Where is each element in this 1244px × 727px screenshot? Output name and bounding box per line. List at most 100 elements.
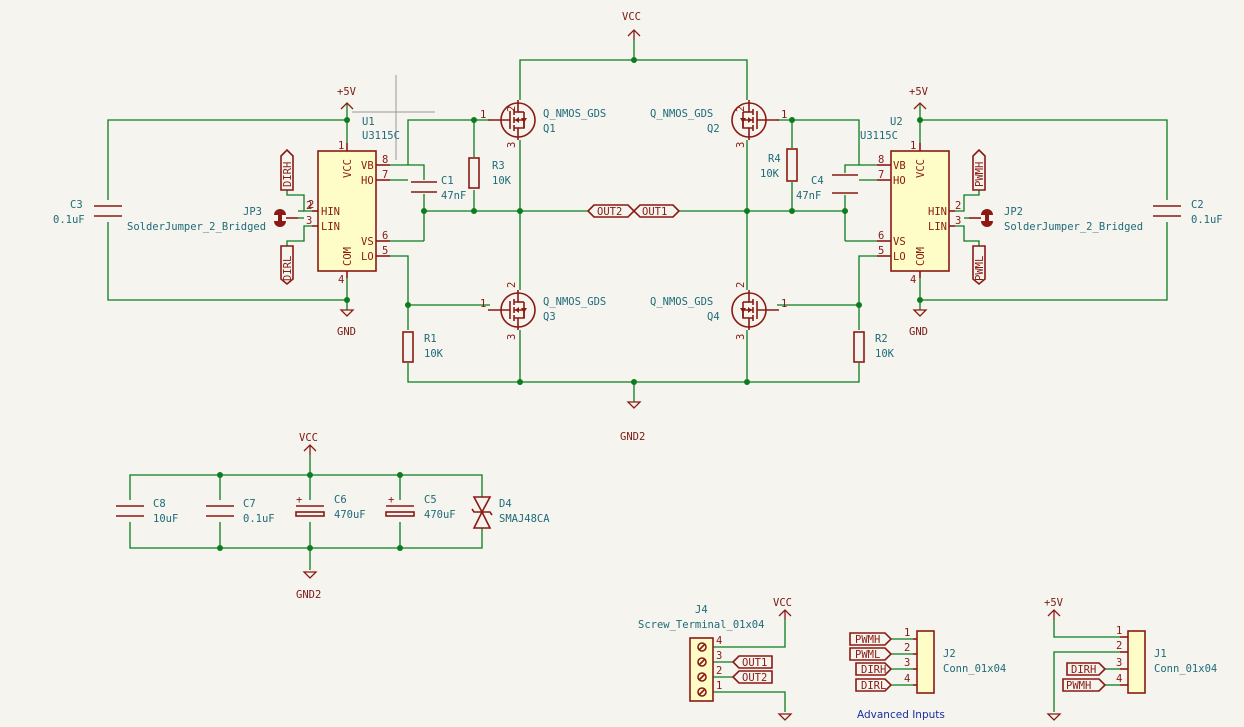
svg-text:470uF: 470uF [334, 509, 366, 521]
svg-text:1: 1 [1116, 625, 1122, 637]
net-label-out2[interactable]: OUT2 [586, 204, 636, 218]
capacitor-c7[interactable]: C7 0.1uF [206, 498, 275, 525]
svg-text:PWML: PWML [855, 649, 880, 661]
power-vcc-top[interactable]: VCC [622, 11, 641, 40]
power-vcc-j4[interactable]: VCC [773, 597, 792, 620]
svg-text:R2: R2 [875, 333, 888, 345]
svg-text:4: 4 [910, 274, 916, 286]
svg-text:0.1uF: 0.1uF [53, 214, 85, 226]
svg-text:+5V: +5V [909, 86, 929, 98]
svg-text:R3: R3 [492, 160, 505, 172]
power-5v-u1[interactable]: +5V [337, 86, 357, 110]
svg-text:VS: VS [361, 236, 374, 248]
power-gnd2-bulk[interactable]: GND2 [296, 571, 321, 601]
svg-text:VS: VS [893, 236, 906, 248]
net-label-dirl-j2[interactable]: DIRL [855, 678, 893, 692]
net-label-pwmh-j1[interactable]: PWMH [1062, 678, 1107, 692]
svg-text:1: 1 [904, 627, 910, 639]
svg-text:+5V: +5V [1044, 597, 1064, 609]
power-gnd-j4[interactable] [777, 713, 793, 721]
mosfet-q1[interactable]: Q_NMOS_GDS Q1 1 2 3 [480, 99, 606, 148]
resistor-r1[interactable]: R1 10K [402, 331, 444, 363]
net-label-dirh-j1[interactable]: DIRH [1066, 662, 1107, 676]
net-label-dirh-u1[interactable]: DIRH [280, 148, 294, 191]
net-label-out1[interactable]: OUT1 [632, 204, 681, 218]
svg-text:PWMH: PWMH [974, 162, 986, 187]
svg-text:VB: VB [361, 160, 374, 172]
net-label-dirh-j2[interactable]: DIRH [855, 662, 893, 676]
solder-jumper-jp3[interactable]: JP3 SolderJumper_2_Bridged 2 [127, 199, 314, 233]
svg-text:2: 2 [1116, 640, 1122, 652]
svg-text:47nF: 47nF [441, 190, 466, 202]
solder-jumper-jp2[interactable]: JP2 SolderJumper_2_Bridged [969, 206, 1143, 233]
svg-text:U1: U1 [362, 116, 375, 128]
svg-text:8: 8 [878, 154, 884, 166]
svg-text:+5V: +5V [337, 86, 357, 98]
svg-text:C7: C7 [243, 498, 256, 510]
svg-text:DIRH: DIRH [861, 664, 886, 676]
svg-text:5: 5 [878, 245, 884, 257]
svg-text:JP2: JP2 [1004, 206, 1023, 218]
driver-u1[interactable]: U1 U3115C VB HO VS LO HIN LIN VCC COM 8 … [306, 116, 400, 286]
svg-text:HO: HO [361, 175, 374, 187]
svg-text:OUT2: OUT2 [597, 206, 622, 218]
power-5v-u2[interactable]: +5V [909, 86, 929, 110]
resistor-r4[interactable]: R4 10K [760, 148, 798, 182]
power-gnd-j1[interactable] [1046, 713, 1062, 721]
svg-text:LO: LO [893, 251, 906, 263]
svg-text:0.1uF: 0.1uF [243, 513, 275, 525]
net-label-out1-j4[interactable]: OUT1 [731, 655, 773, 669]
power-gnd2-bridge[interactable]: GND2 [620, 401, 645, 443]
svg-text:Q_NMOS_GDS: Q_NMOS_GDS [650, 296, 713, 308]
resistor-r2[interactable]: R2 10K [853, 331, 895, 363]
driver-u2[interactable]: U2 U3115C VB HO VS LO HIN LIN VCC COM 8 … [860, 116, 961, 286]
svg-text:Screw_Terminal_01x04: Screw_Terminal_01x04 [638, 619, 764, 631]
tvs-diode-d4[interactable]: D4 SMAJ48CA [471, 496, 550, 529]
capacitor-c8[interactable]: C8 10uF [116, 498, 178, 525]
net-label-pwml-j2[interactable]: PWML [849, 647, 893, 661]
svg-text:VCC: VCC [299, 432, 318, 444]
net-label-out2-j4[interactable]: OUT2 [731, 670, 773, 684]
capacitor-c5[interactable]: + C5 470uF [385, 494, 456, 521]
svg-text:7: 7 [382, 169, 388, 181]
power-5v-j1[interactable]: +5V [1044, 597, 1064, 620]
svg-text:1: 1 [781, 109, 787, 121]
svg-text:1: 1 [480, 109, 486, 121]
svg-text:4: 4 [904, 673, 910, 685]
power-gnd-u1[interactable]: GND [337, 309, 356, 338]
svg-text:D4: D4 [499, 498, 512, 510]
svg-text:Conn_01x04: Conn_01x04 [1154, 663, 1217, 675]
svg-text:R4: R4 [768, 153, 781, 165]
net-label-dirl-u1[interactable]: DIRL [280, 245, 294, 286]
connector-j2[interactable]: J2 Conn_01x04 1 2 3 4 [904, 627, 1006, 694]
net-label-pwml-u2[interactable]: PWML [972, 245, 986, 286]
svg-text:SolderJumper_2_Bridged: SolderJumper_2_Bridged [127, 221, 266, 233]
power-vcc-bulk[interactable]: VCC [299, 432, 318, 455]
svg-text:10K: 10K [760, 168, 780, 180]
svg-text:2: 2 [716, 665, 722, 677]
capacitor-c1[interactable]: C1 47nF [411, 175, 466, 202]
svg-text:J4: J4 [695, 604, 708, 616]
capacitor-c2[interactable]: C2 0.1uF [1153, 199, 1223, 226]
net-label-pwmh-u2[interactable]: PWMH [972, 148, 986, 191]
svg-text:OUT2: OUT2 [742, 672, 767, 684]
power-gnd-u2[interactable]: GND [909, 309, 928, 338]
mosfet-q3[interactable]: Q_NMOS_GDS Q3 1 2 3 [480, 282, 606, 340]
svg-text:3: 3 [904, 657, 910, 669]
mosfet-q2[interactable]: Q_NMOS_GDS Q2 1 2 3 [650, 99, 787, 148]
svg-text:HO: HO [893, 175, 906, 187]
junctions [217, 57, 923, 551]
screw-terminal-j4[interactable]: J4 Screw_Terminal_01x04 4 3 2 1 [638, 604, 764, 702]
wires [107, 40, 1168, 712]
svg-text:GND2: GND2 [620, 431, 645, 443]
advanced-inputs-note: Advanced Inputs [857, 709, 945, 721]
capacitor-c6[interactable]: + C6 470uF [295, 494, 366, 521]
resistor-r3[interactable]: R3 10K [468, 157, 512, 189]
capacitor-c4[interactable]: C4 47nF [796, 174, 858, 202]
connector-j1[interactable]: J1 Conn_01x04 1 2 3 4 [1116, 625, 1217, 694]
svg-text:2: 2 [506, 282, 518, 288]
mosfet-q4[interactable]: Q_NMOS_GDS Q4 1 2 3 [650, 282, 787, 340]
net-label-pwmh-j2[interactable]: PWMH [849, 632, 893, 646]
capacitor-c3[interactable]: C3 0.1uF [53, 199, 122, 226]
